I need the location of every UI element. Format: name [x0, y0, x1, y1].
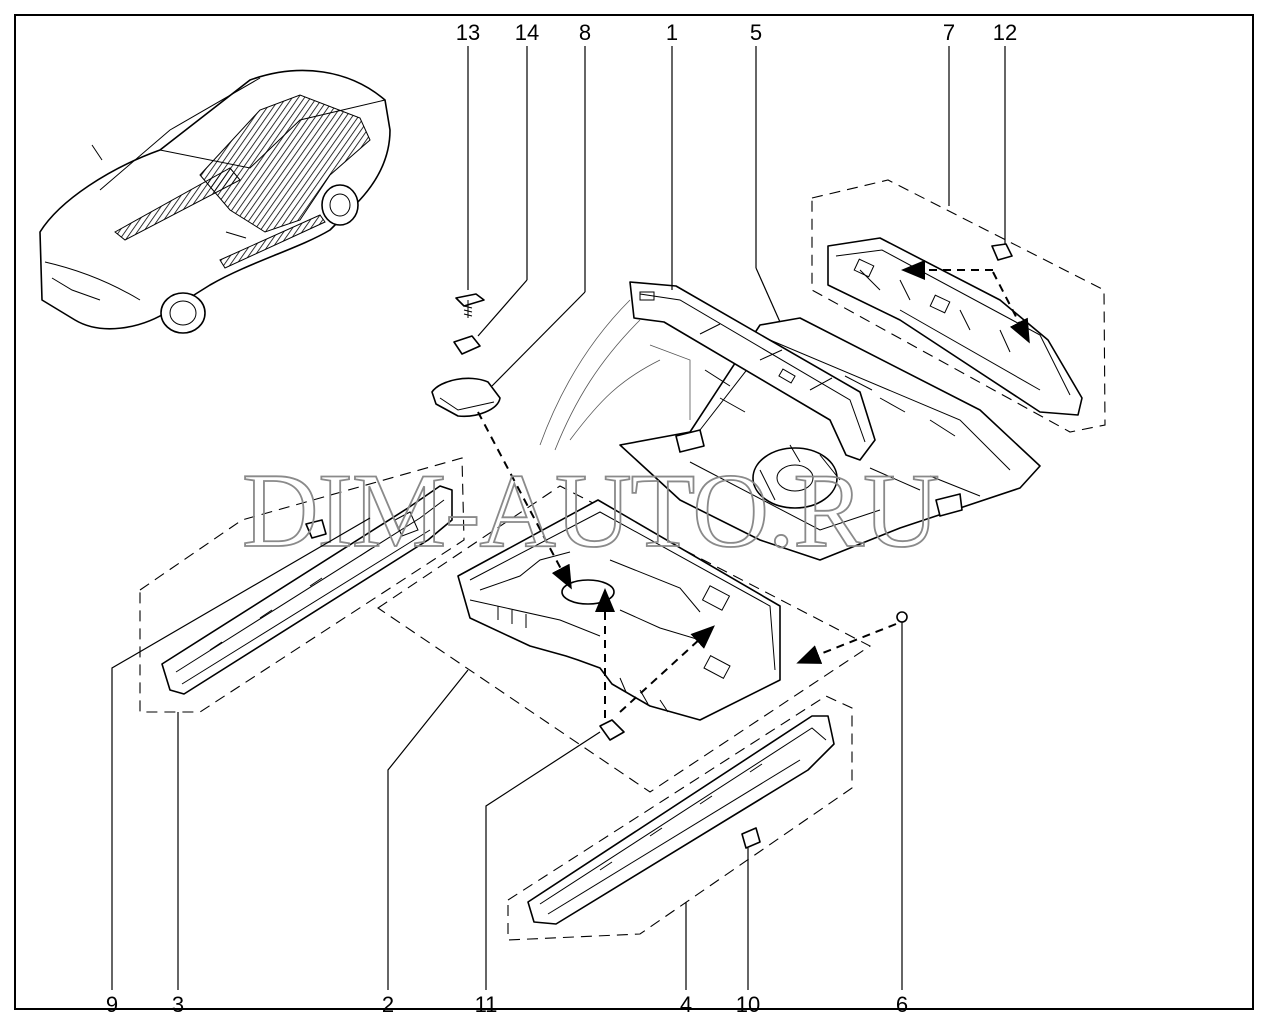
- right-sill-group: [507, 695, 853, 941]
- callout-1: 1: [666, 20, 678, 45]
- callout-4: 4: [680, 992, 692, 1017]
- rear-cross-member: [539, 281, 876, 461]
- rear-panel-group: [811, 179, 1106, 433]
- callout-13: 13: [456, 20, 480, 45]
- front-floor-group: [377, 411, 872, 793]
- callout-8: 8: [579, 20, 591, 45]
- left-sill-group: [139, 457, 465, 713]
- car-thumbnail: [39, 69, 391, 334]
- callout-9: 9: [106, 992, 118, 1017]
- callout-7: 7: [943, 20, 955, 45]
- callout-3: 3: [172, 992, 184, 1017]
- leader-lines: [111, 46, 1006, 990]
- callout-2: 2: [382, 992, 394, 1017]
- callout-5: 5: [750, 20, 762, 45]
- callout-12: 12: [993, 20, 1017, 45]
- callout-14: 14: [515, 20, 539, 45]
- callout-6: 6: [896, 992, 908, 1017]
- callout-11: 11: [475, 992, 498, 1017]
- callout-10: 10: [736, 992, 760, 1017]
- diagram-frame: [14, 14, 1254, 1010]
- callouts: 13 14 8 1 5 7 12 9 3 2 11 4 10 6: [106, 20, 1017, 1017]
- watermark: DIM-AUTO.RU: [242, 452, 939, 569]
- small-fasteners: [431, 293, 501, 418]
